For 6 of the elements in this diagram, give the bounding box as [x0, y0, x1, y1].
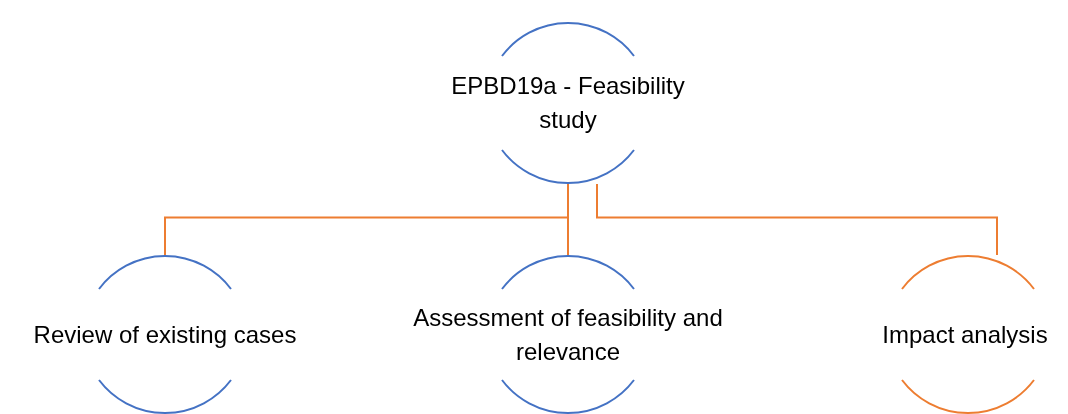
- connector-line: [567, 183, 569, 256]
- node-label: Review of existing cases: [32, 319, 298, 350]
- node-label: EPBD19a - Feasibility study: [450, 71, 686, 135]
- connector-line: [596, 183, 998, 256]
- node-label: Assessment of feasibility and relevance: [412, 302, 724, 367]
- node-label: Impact analysis: [881, 319, 1049, 350]
